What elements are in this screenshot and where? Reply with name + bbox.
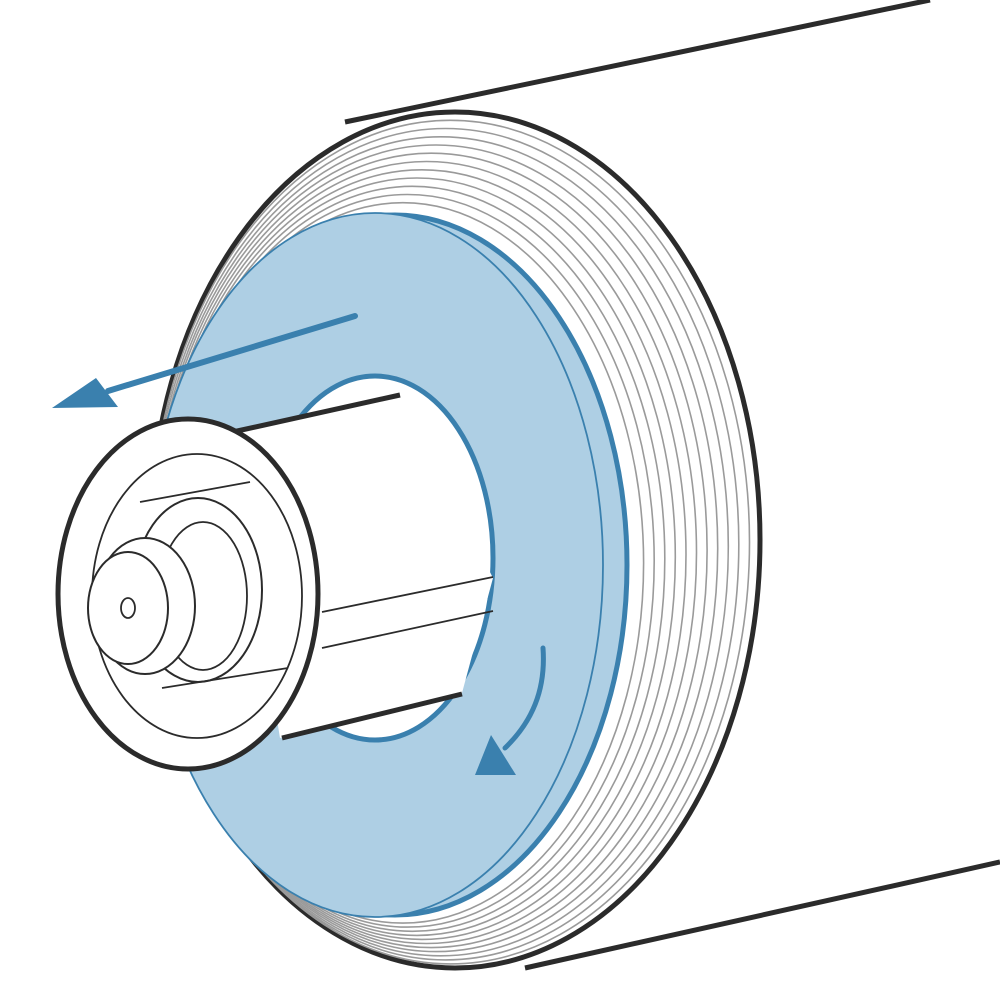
shaft-top-edge bbox=[227, 392, 401, 436]
end-cap bbox=[55, 416, 321, 772]
rotation-arrow bbox=[475, 645, 546, 775]
pull-out-arrow bbox=[52, 313, 358, 408]
shaft-bottom-edge bbox=[281, 691, 463, 741]
shaft-groove-upper bbox=[321, 576, 494, 613]
rotation-arrow-arc bbox=[502, 645, 546, 751]
shaft-groove-lower bbox=[321, 610, 494, 649]
pull-out-arrow-head bbox=[52, 378, 118, 408]
pull-out-arrow-shaft bbox=[105, 313, 358, 394]
hub-collar-bottom-edge bbox=[161, 667, 289, 689]
rotation-arrow-head bbox=[475, 735, 516, 775]
hub-collar-top-edge bbox=[139, 481, 251, 503]
roll-top-edge bbox=[344, 0, 931, 125]
axle-center-hole bbox=[120, 597, 136, 619]
roll-bottom-edge bbox=[524, 859, 1000, 971]
